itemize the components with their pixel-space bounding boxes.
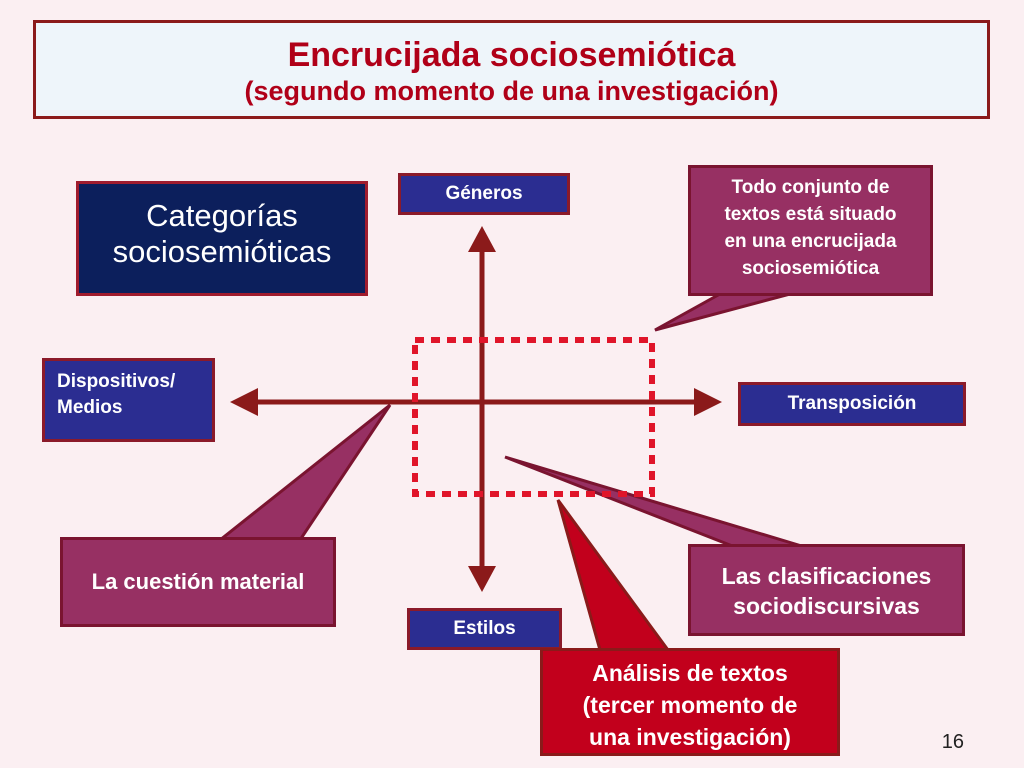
- axis-label-transposicion: Transposición: [738, 382, 966, 426]
- callout-pointer-left: [215, 403, 392, 542]
- arrow-left-head: [230, 388, 258, 416]
- axis-label-estilos: Estilos: [407, 608, 562, 650]
- dashed-intersection-frame: [412, 337, 655, 497]
- callout-analisis: Análisis de textos (tercer momento de un…: [540, 648, 840, 756]
- callout-pointer-top-right: [654, 292, 791, 332]
- categories-line2: sociosemióticas: [112, 234, 332, 269]
- arrow-right-head: [694, 388, 722, 416]
- axis-label-dispositivos: Dispositivos/ Medios: [42, 358, 215, 442]
- categories-box: Categorías sociosemióticas: [76, 181, 368, 296]
- page-number: 16: [941, 731, 964, 753]
- axis-label-generos: Géneros: [398, 173, 570, 215]
- arrow-down-head: [468, 566, 496, 592]
- slide-title: Encrucijada sociosemiótica: [287, 36, 736, 74]
- callout-material: La cuestión material: [60, 537, 336, 627]
- categories-line1: Categorías: [146, 198, 298, 233]
- callout-pointer-bottom: [556, 499, 671, 652]
- title-box: Encrucijada sociosemiótica (segundo mome…: [33, 20, 990, 119]
- callout-top-right: Todo conjunto de textos está situado en …: [688, 165, 933, 296]
- callout-clasificaciones: Las clasificaciones sociodiscursivas: [688, 544, 965, 636]
- slide-subtitle: (segundo momento de una investigación): [244, 76, 779, 106]
- arrow-up-head: [468, 226, 496, 252]
- callout-pointer-right: [504, 455, 806, 549]
